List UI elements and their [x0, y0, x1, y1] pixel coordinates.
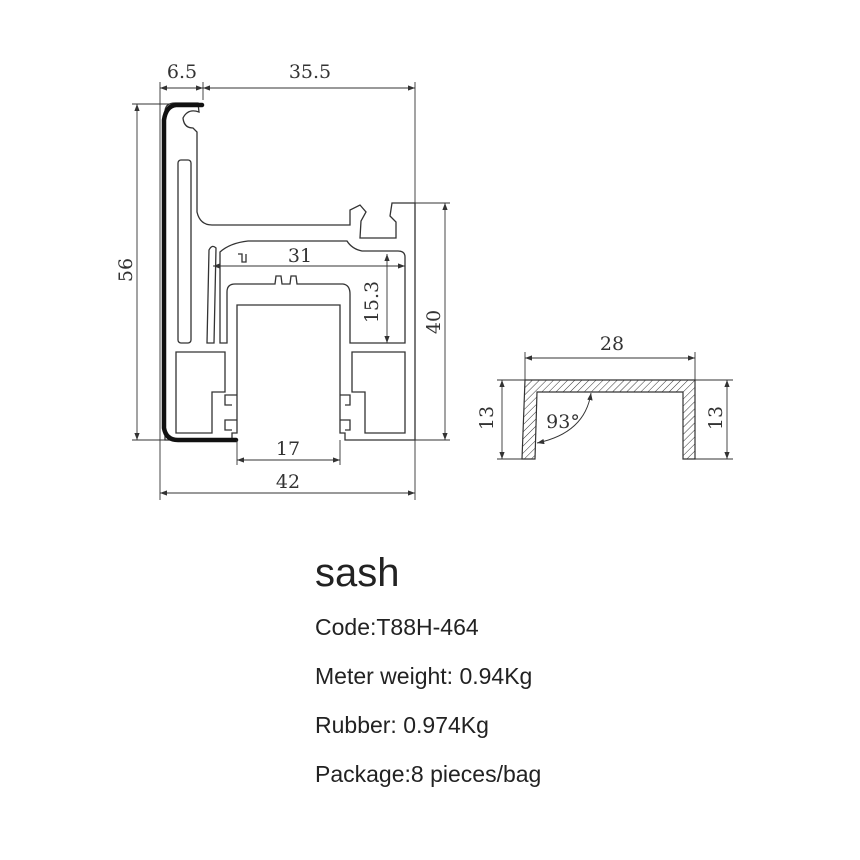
sash-profile — [161, 102, 416, 443]
upper-chamber — [219, 240, 406, 344]
dim-angle-93: 93° — [546, 411, 580, 433]
dim-56: 56 — [115, 258, 137, 282]
product-code: Code:T88H-464 — [315, 614, 479, 640]
rubber-dimension-labels: 28 13 13 93° — [476, 333, 727, 433]
product-title: sash — [315, 551, 400, 595]
package-info: Package:8 pieces/bag — [315, 761, 542, 787]
channel-notches — [224, 253, 351, 431]
dim-13-right: 13 — [705, 406, 727, 430]
lower-right-chamber — [351, 351, 406, 434]
angle-arc — [536, 392, 593, 445]
dim-6-5: 6.5 — [167, 61, 197, 83]
dim-31: 31 — [288, 245, 312, 267]
dim-42: 42 — [276, 471, 300, 493]
dim-17: 17 — [276, 438, 300, 460]
slot-diagonal — [206, 245, 217, 344]
dim-15-3: 15.3 — [361, 281, 383, 323]
profile-outline — [164, 102, 416, 441]
dim-28: 28 — [600, 333, 624, 355]
rubber-gasket — [161, 102, 239, 443]
rubber-profile — [497, 352, 733, 460]
dim-40: 40 — [423, 310, 445, 334]
slot-left — [177, 159, 192, 344]
dim-13-left: 13 — [476, 406, 498, 430]
lower-left-chamber — [175, 351, 226, 434]
rubber-weight: Rubber: 0.974Kg — [315, 712, 489, 738]
cap-section — [521, 379, 696, 460]
dim-35-5: 35.5 — [289, 61, 331, 83]
meter-weight: Meter weight: 0.94Kg — [315, 663, 533, 689]
cap-dimension-lines — [497, 352, 733, 460]
product-specs: sash Code:T88H-464 Meter weight: 0.94Kg … — [315, 548, 541, 808]
dimension-lines — [132, 82, 450, 500]
dimension-labels: 6.5 35.5 56 40 31 15.3 17 42 — [115, 61, 445, 493]
